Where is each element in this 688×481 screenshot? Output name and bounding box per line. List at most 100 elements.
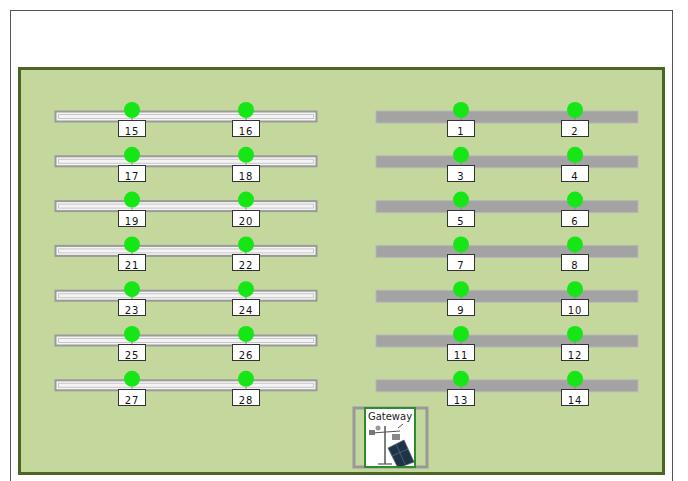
rail-hollow [56, 156, 317, 166]
sensor-dot [238, 236, 254, 252]
sensor-number: 22 [239, 260, 254, 271]
sensor-dot [124, 281, 140, 297]
sensor-dot [124, 371, 140, 387]
rail-inner [59, 383, 314, 387]
sensor-number: 18 [239, 171, 254, 182]
rail-hollow [56, 201, 317, 211]
sensor-dot [238, 102, 254, 118]
sensor-number: 28 [239, 395, 254, 406]
sensor-dot [567, 281, 583, 297]
sensor-number: 1 [457, 126, 464, 137]
sensor-dot [567, 371, 583, 387]
sensor-label-box: 4 [561, 165, 589, 182]
sensor-label-box: 28 [232, 389, 260, 406]
sensor-dot [567, 147, 583, 163]
sensor-dot [124, 102, 140, 118]
sensor-dot [453, 326, 469, 342]
sensor-label-box: 6 [561, 210, 589, 227]
gateway-title: Gateway [366, 409, 414, 423]
sensor-number: 9 [457, 305, 464, 316]
sensor-number: 15 [125, 126, 140, 137]
sensor-dot [567, 236, 583, 252]
sensor-label-box: 3 [447, 165, 475, 182]
rail-inner [59, 339, 314, 343]
sensor-number: 17 [125, 171, 140, 182]
sensor-number: 12 [568, 350, 583, 361]
sensor-number: 2 [571, 126, 578, 137]
sensor-number: 11 [454, 350, 469, 361]
sensor-number: 16 [239, 126, 254, 137]
sensor-label-box: 23 [118, 299, 146, 316]
rail-solid [376, 245, 638, 257]
sensor-dot [238, 281, 254, 297]
sensor-number: 25 [125, 350, 140, 361]
sensor-label-box: 8 [561, 254, 589, 271]
rail-solid [376, 111, 638, 123]
sensor-label-box: 24 [232, 299, 260, 316]
sensor-dot [453, 147, 469, 163]
sensor-label-box: 22 [232, 254, 260, 271]
sensor-number: 4 [571, 171, 578, 182]
rail-solid [376, 380, 638, 392]
rail-inner [59, 159, 314, 163]
rail-inner [59, 204, 314, 208]
sensor-number: 8 [571, 260, 578, 271]
gateway-box: Gateway [364, 407, 416, 468]
rail-solid [376, 201, 638, 213]
gateway-frame [354, 408, 427, 467]
sensor-dot [238, 326, 254, 342]
sensor-number: 3 [457, 171, 464, 182]
gateway-fill [364, 407, 416, 468]
sensor-label-box: 27 [118, 389, 146, 406]
sensor-label-box: 5 [447, 210, 475, 227]
sensor-dot [567, 192, 583, 208]
rail-hollow [56, 246, 317, 256]
gateway-illustration [354, 407, 427, 468]
sensor-number: 19 [125, 216, 140, 227]
sensor-label-box: 10 [561, 299, 589, 316]
sensor-label-box: 9 [447, 299, 475, 316]
sensor-label-box: 18 [232, 165, 260, 182]
sensor-number: 10 [568, 305, 583, 316]
sensor-dot [453, 371, 469, 387]
sensor-label-box: 15 [118, 120, 146, 137]
sensor-label-box: 7 [447, 254, 475, 271]
outer-frame [11, 11, 673, 481]
sensor-label-box: 2 [561, 120, 589, 137]
sensor-dot [238, 371, 254, 387]
sensor-label-box: 20 [232, 210, 260, 227]
sensor-number: 5 [457, 216, 464, 227]
sensor-label-box: 19 [118, 210, 146, 227]
sensor-label-box: 21 [118, 254, 146, 271]
sensor-number: 6 [571, 216, 578, 227]
rails [56, 102, 639, 392]
sensor-dot [453, 192, 469, 208]
rail-hollow [56, 380, 317, 390]
sensor-label-box: 11 [447, 344, 475, 361]
rail-hollow [56, 336, 317, 346]
sensor-label-box: 17 [118, 165, 146, 182]
sensor-number: 21 [125, 260, 140, 271]
sensor-dot [567, 102, 583, 118]
station-icon [369, 424, 414, 468]
sensor-dot [238, 192, 254, 208]
sensor-dot [567, 326, 583, 342]
sensor-label-box: 25 [118, 344, 146, 361]
rail-solid [376, 335, 638, 347]
rail-inner [59, 294, 314, 298]
rail-inner [59, 249, 314, 253]
sensor-dot [124, 326, 140, 342]
rail-hollow [56, 291, 317, 301]
rail-hollow [56, 112, 317, 122]
sensor-dot [453, 281, 469, 297]
sensor-dot [124, 147, 140, 163]
sensor-dot [238, 147, 254, 163]
sensor-label-box: 12 [561, 344, 589, 361]
sensor-dot [453, 102, 469, 118]
sensor-number: 27 [125, 395, 140, 406]
sensor-label-box: 14 [561, 389, 589, 406]
sensor-number: 26 [239, 350, 254, 361]
sensor-number: 20 [239, 216, 254, 227]
